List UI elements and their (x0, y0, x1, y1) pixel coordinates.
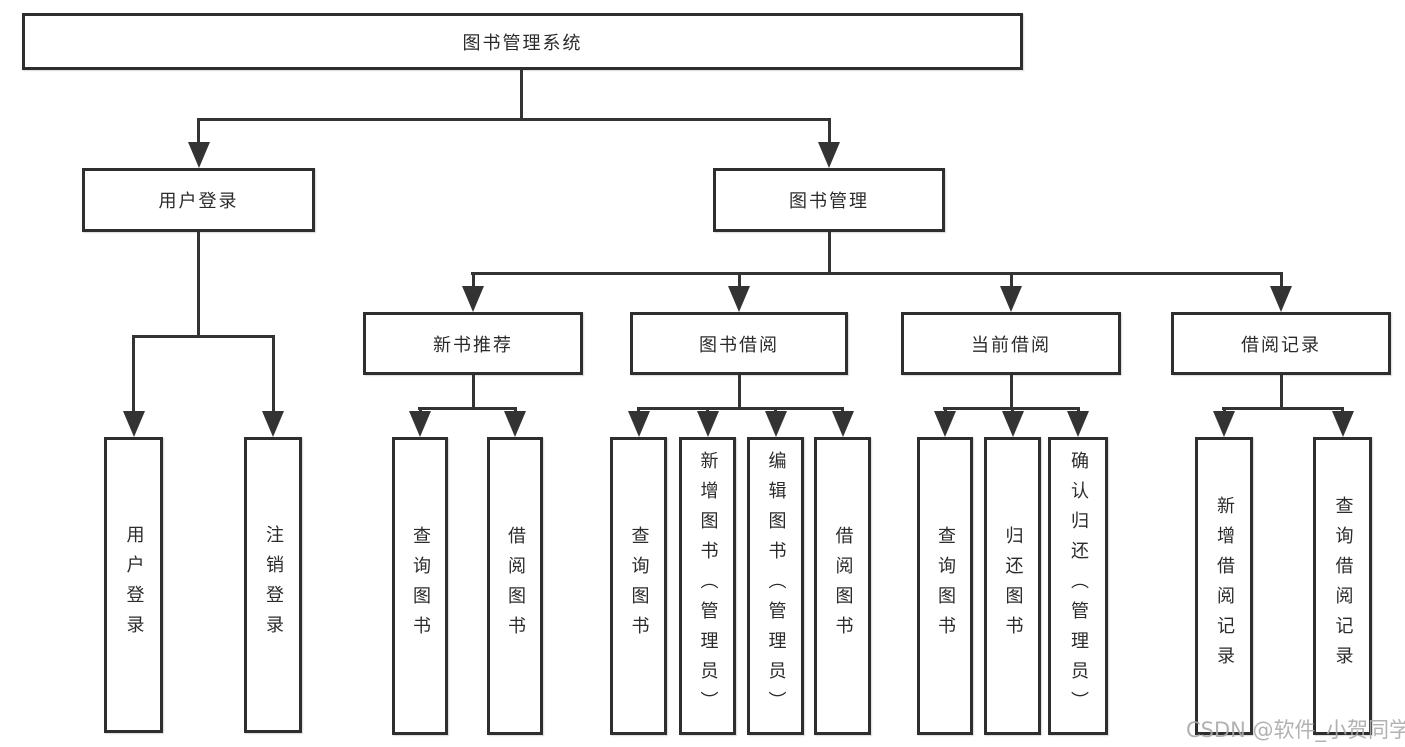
leaf-edit-book-admin: 编辑图书（管理员） (747, 437, 804, 735)
connector-drop-book-borrow-to-leaves (637, 407, 640, 411)
arrow-down-icon (728, 286, 750, 312)
node-label: 新书推荐 (433, 334, 513, 356)
node-label: 借阅记录 (1241, 334, 1321, 356)
leaf-return-books: 归还图书 (984, 437, 1041, 735)
connector-drop-book-borrow-to-leaves (706, 407, 709, 411)
arrow-down-icon (934, 411, 956, 437)
arrow-down-icon (818, 142, 840, 168)
node-label: 查询图书 (628, 526, 650, 646)
connector-drop-book-mgmt-to-level3 (1009, 272, 1013, 286)
connector-drop-new-book-to-leaves (513, 407, 517, 411)
arrow-down-icon (504, 411, 526, 437)
node-label: 用户登录 (158, 191, 239, 212)
connector-drop-borrow-record-to-leaves (1341, 407, 1344, 411)
arrow-down-icon (764, 411, 787, 437)
node-current-borrowing: 当前借阅 (901, 312, 1121, 375)
arrow-down-icon (262, 411, 284, 437)
leaf-add-book-admin: 新增图书（管理员） (679, 437, 736, 735)
node-label: 当前借阅 (971, 334, 1051, 356)
node-label: 查询借阅记录 (1332, 496, 1354, 676)
csdn-watermark: CSDN @软件_小贺同学 (1186, 718, 1405, 742)
node-label: 借阅图书 (505, 526, 526, 646)
connector-stub-borrow-record-to-leaves (1279, 375, 1283, 410)
connector-stub-root-to-level2 (519, 70, 523, 120)
connector-bar-book-mgmt-to-level3 (471, 272, 1282, 275)
arrow-down-icon (122, 411, 145, 437)
arrow-down-icon (1331, 411, 1354, 437)
connector-bar-root-to-level2 (197, 118, 830, 121)
node-label: 借阅图书 (832, 526, 854, 646)
arrow-down-icon (627, 411, 650, 437)
arrow-down-icon (1270, 286, 1292, 312)
arrow-down-icon (1067, 411, 1089, 437)
leaf-query-books-borrow: 查询图书 (610, 437, 667, 735)
connector-drop-book-borrow-to-leaves (841, 407, 844, 411)
node-label: 查询图书 (410, 526, 431, 646)
leaf-confirm-return-admin: 确认归还（管理员） (1048, 437, 1108, 735)
arrow-down-icon (187, 142, 210, 168)
node-label: 图书管理 (789, 191, 869, 212)
arrow-down-icon (1001, 411, 1024, 437)
connector-drop-current-borrow-to-leaves (1076, 407, 1080, 411)
connector-drop-current-borrow-to-leaves (1011, 407, 1014, 411)
leaf-logout: 注销登录 (244, 437, 302, 733)
node-label: 查询图书 (935, 526, 956, 646)
leaf-borrow-books: 借阅图书 (814, 437, 871, 735)
node-user-login: 用户登录 (82, 168, 315, 232)
node-label: 用户登录 (123, 525, 145, 645)
node-label: 编辑图书（管理员） (765, 451, 787, 721)
leaf-user-login: 用户登录 (104, 437, 163, 733)
leaf-query-books-current: 查询图书 (917, 437, 973, 735)
connector-drop-current-borrow-to-leaves (943, 407, 947, 411)
leaf-query-borrow-record: 查询借阅记录 (1313, 437, 1372, 735)
connector-bar-user-login-to-leaves (132, 335, 274, 338)
arrow-down-icon (409, 411, 431, 437)
connector-stub-current-borrow-to-leaves (1009, 375, 1013, 410)
connector-drop-user-login-to-leaves (271, 335, 275, 411)
connector-drop-new-book-to-leaves (418, 407, 422, 411)
connector-drop-root-to-level2 (197, 118, 200, 142)
arrow-down-icon (1213, 411, 1235, 437)
connector-drop-book-borrow-to-leaves (774, 407, 777, 411)
connector-drop-root-to-level2 (827, 118, 831, 142)
connector-stub-new-book-to-leaves (471, 375, 475, 410)
arrow-down-icon (831, 411, 854, 437)
leaf-borrow-books-recommend: 借阅图书 (487, 437, 543, 735)
connector-stub-book-mgmt-to-level3 (827, 232, 831, 275)
connector-stub-user-login-to-leaves (197, 232, 200, 338)
node-label: 归还图书 (1002, 526, 1024, 646)
node-label: 注销登录 (263, 525, 284, 645)
node-label: 确认归还（管理员） (1068, 451, 1089, 721)
node-book-borrowing: 图书借阅 (630, 312, 848, 375)
node-label: 图书管理系统 (462, 32, 583, 54)
arrow-down-icon (462, 286, 484, 312)
connector-bar-book-borrow-to-leaves (637, 407, 844, 410)
node-book-management: 图书管理 (713, 168, 945, 232)
connector-drop-borrow-record-to-leaves (1222, 407, 1226, 411)
arrow-down-icon (1000, 286, 1022, 312)
node-label: 图书借阅 (699, 334, 779, 356)
node-label: 新增图书（管理员） (697, 451, 719, 721)
leaf-query-books-recommend: 查询图书 (392, 437, 448, 735)
connector-drop-book-mgmt-to-level3 (1279, 272, 1283, 286)
node-library-management-system: 图书管理系统 (22, 13, 1023, 70)
node-label: 新增借阅记录 (1214, 496, 1235, 676)
connector-drop-user-login-to-leaves (132, 335, 135, 411)
connector-bar-new-book-to-leaves (418, 407, 517, 410)
leaf-add-borrow-record: 新增借阅记录 (1195, 437, 1253, 735)
connector-stub-book-borrow-to-leaves (737, 375, 741, 410)
node-borrow-records: 借阅记录 (1171, 312, 1391, 375)
arrow-down-icon (696, 411, 719, 437)
connector-drop-book-mgmt-to-level3 (471, 272, 475, 286)
connector-drop-book-mgmt-to-level3 (737, 272, 741, 286)
connector-bar-borrow-record-to-leaves (1222, 407, 1344, 410)
node-new-book-recommend: 新书推荐 (363, 312, 583, 375)
